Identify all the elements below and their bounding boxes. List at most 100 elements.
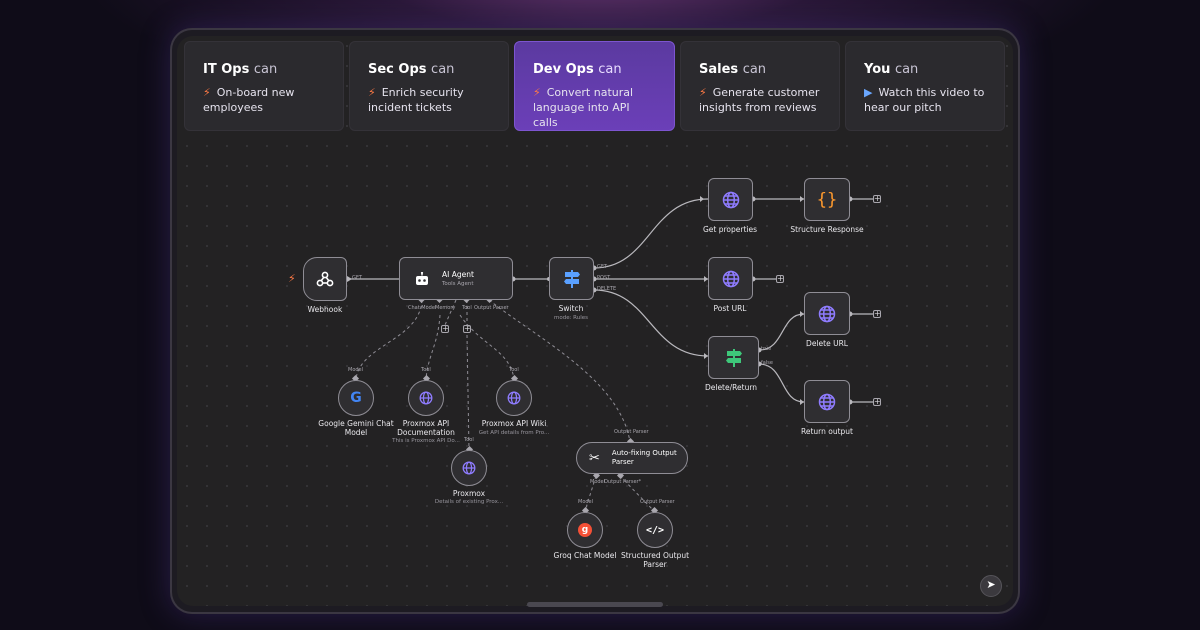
return-output-label: Return output <box>800 427 854 436</box>
tools-icon: ✂ <box>589 450 600 466</box>
groq-node[interactable]: g <box>567 512 603 548</box>
robot-icon <box>416 271 428 285</box>
switch-out-get: GET <box>597 264 608 270</box>
globe-icon <box>722 270 739 287</box>
proxmox-label: Proxmox <box>452 489 486 498</box>
globe-icon <box>818 393 836 410</box>
code-braces-icon: {} <box>816 189 838 210</box>
switch-node[interactable] <box>549 257 594 300</box>
globe-icon <box>419 391 433 405</box>
play-icon: ▶ <box>864 86 873 99</box>
webhook-out-label: GET <box>352 275 363 281</box>
webhook-label: Webhook <box>307 305 343 314</box>
port-chat-model: Chat Model <box>408 305 437 311</box>
add-node-button[interactable]: + <box>776 274 784 283</box>
add-memory-button[interactable]: + <box>441 324 449 333</box>
switch-mode: mode: Rules <box>553 315 589 321</box>
pointer-mode-button[interactable]: ➤ <box>980 575 1002 597</box>
proxmox-docs-node[interactable] <box>408 380 444 416</box>
delete-return-label: Delete/Return <box>704 383 758 392</box>
proxmox-wiki-label: Proxmox API Wiki <box>481 419 547 428</box>
out-false: false <box>761 360 773 366</box>
webhook-icon <box>316 271 334 287</box>
gemini-type: Model <box>348 367 364 373</box>
switch-out-delete: DELETE <box>597 286 617 292</box>
add-node-button[interactable]: + <box>873 309 881 318</box>
post-url-node[interactable] <box>708 257 753 300</box>
gemini-node[interactable]: G <box>338 380 374 416</box>
signpost-icon <box>725 348 742 367</box>
switch-out-post: POST <box>597 275 611 281</box>
proxmox-docs-sub: This is Proxmox API Do... <box>392 438 460 444</box>
structured-parser-node[interactable]: </> <box>637 512 673 548</box>
proxmox-wiki-sub: Get API details from Pro... <box>478 430 550 436</box>
proxmox-docs-type: Tool <box>421 367 431 373</box>
delete-return-node[interactable] <box>708 336 759 379</box>
structured-parser-type: Output Parser <box>640 499 675 505</box>
structure-response-label: Structure Response <box>790 225 864 234</box>
port-memory: Memory <box>435 305 456 311</box>
ai-agent-title: AI Agent <box>442 270 474 279</box>
workflow-canvas[interactable] <box>177 36 1013 606</box>
switch-label: Switch <box>558 304 584 313</box>
groq-label: Groq Chat Model <box>553 551 617 560</box>
lightning-icon: ⚡ <box>368 86 376 99</box>
proxmox-wiki-node[interactable] <box>496 380 532 416</box>
globe-icon <box>818 305 836 322</box>
globe-icon <box>507 391 521 405</box>
proxmox-type: Tool <box>464 437 474 443</box>
groq-type: Model <box>578 499 594 505</box>
autofix-port-model: Model <box>590 479 606 485</box>
get-properties-node[interactable] <box>708 178 753 221</box>
add-node-button[interactable]: + <box>873 397 881 406</box>
proxmox-node[interactable] <box>451 450 487 486</box>
home-indicator <box>527 602 663 607</box>
code-icon: </> <box>645 524 665 536</box>
autofix-type: Output Parser <box>614 429 649 435</box>
lightning-icon: ⚡ <box>203 86 211 99</box>
globe-icon <box>722 191 739 208</box>
get-properties-label: Get properties <box>702 225 758 234</box>
lightning-icon: ⚡ <box>533 86 541 99</box>
tab-title: Dev Ops can <box>533 62 622 77</box>
port-tool: Tool <box>462 305 472 311</box>
google-icon: G <box>350 390 362 406</box>
delete-url-node[interactable] <box>804 292 850 335</box>
structure-response-node[interactable]: {} <box>804 178 850 221</box>
trigger-lightning-icon: ⚡ <box>288 272 296 285</box>
add-tool-button[interactable]: + <box>463 324 471 333</box>
webhook-node[interactable] <box>303 257 347 301</box>
globe-icon <box>462 461 476 475</box>
groq-icon: g <box>578 523 592 537</box>
tab-title: IT Ops can <box>203 62 278 77</box>
tab-title: Sales can <box>699 62 767 77</box>
lightning-icon: ⚡ <box>699 86 707 99</box>
proxmox-sub: Details of existing Prox... <box>434 499 504 505</box>
port-output-parser: Output Parser <box>474 305 509 311</box>
signpost-icon <box>563 269 580 288</box>
out-true: true <box>761 346 772 352</box>
ai-agent-subtitle: Tools Agent <box>442 281 474 287</box>
tab-title: Sec Ops can <box>368 62 455 77</box>
ai-agent-node[interactable]: AI Agent Tools Agent <box>399 257 513 300</box>
return-output-node[interactable] <box>804 380 850 423</box>
add-node-button[interactable]: + <box>873 194 881 203</box>
autofix-port-parser: Output Parser* <box>604 479 642 485</box>
post-url-label: Post URL <box>713 304 747 313</box>
tab-title: You can <box>864 62 919 77</box>
